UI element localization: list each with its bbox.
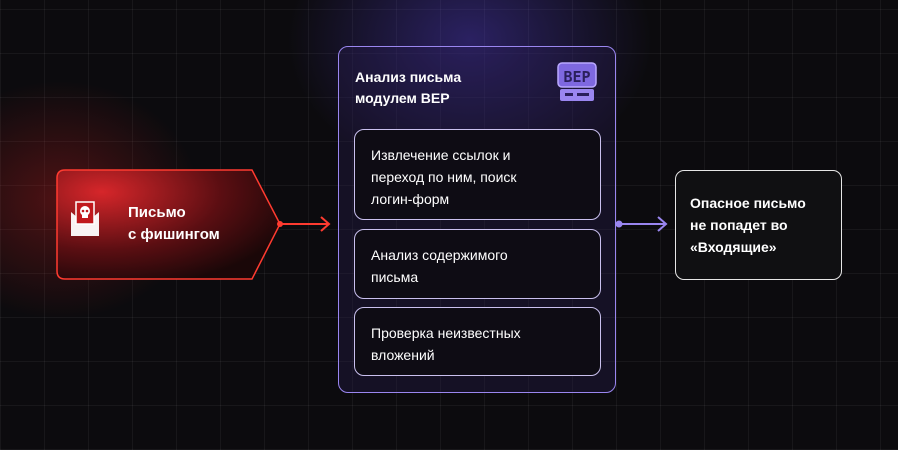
step-attachment-check: Проверка неизвестных вложений [354, 307, 601, 376]
step-line: логин-форм [371, 191, 450, 207]
step-content-analysis: Анализ содержимого письма [354, 229, 601, 299]
phishing-box-shape [56, 169, 281, 280]
module-title: Анализ письма модулем BEP [355, 67, 461, 109]
result-line: не попадет во [690, 217, 788, 233]
label-line: с фишингом [128, 226, 220, 243]
result-line: «Входящие» [690, 239, 777, 255]
result-line: Опасное письмо [690, 195, 806, 211]
result-box: Опасное письмо не попадет во «Входящие» [675, 170, 842, 280]
phishing-email-label: Письмо с фишингом [128, 202, 220, 246]
label-line: Письмо [128, 204, 186, 221]
step-line: Проверка неизвестных [371, 325, 521, 341]
arrow-to-result [617, 216, 668, 232]
step-line: письма [371, 269, 419, 285]
step-line: вложений [371, 347, 435, 363]
bep-module-panel: Анализ письма модулем BEP Извлечение ссы… [338, 46, 616, 393]
bep-logo-icon: BEP [557, 62, 597, 101]
envelope-skull-icon [71, 201, 99, 236]
step-line: Извлечение ссылок и [371, 147, 511, 163]
step-link-extraction: Извлечение ссылок и переход по ним, поис… [354, 129, 601, 220]
step-line: переход по ним, поиск [371, 169, 517, 185]
svg-text:BEP: BEP [563, 68, 590, 86]
step-line: Анализ содержимого [371, 247, 508, 263]
title-line: модулем BEP [355, 90, 450, 106]
arrow-to-module [280, 216, 331, 232]
title-line: Анализ письма [355, 69, 462, 85]
